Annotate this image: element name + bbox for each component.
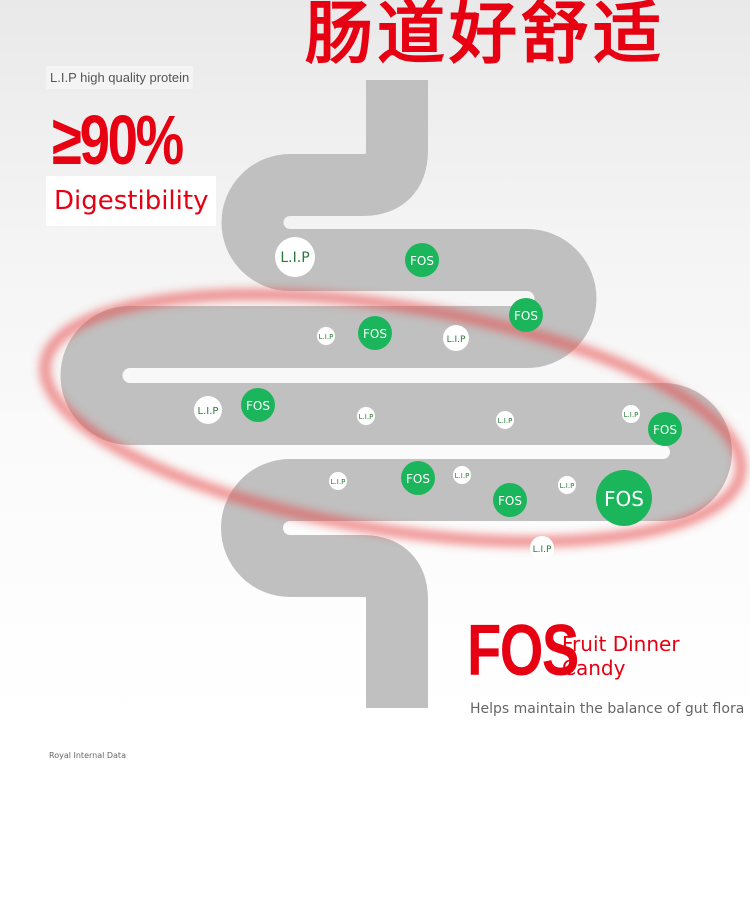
svg-text:L.I.P: L.I.P [498, 417, 513, 425]
svg-text:L.I.P: L.I.P [455, 472, 470, 480]
lip-protein-label: L.I.P high quality protein [46, 66, 194, 89]
svg-text:L.I.P: L.I.P [624, 411, 639, 419]
svg-text:FOS: FOS [406, 472, 430, 486]
fos-markers: FOS FOS FOS FOS FOS FOS FOS FOS [241, 243, 682, 526]
svg-text:FOS: FOS [246, 399, 270, 413]
svg-text:L.I.P: L.I.P [560, 482, 575, 490]
fos-bubble: FOS [358, 316, 392, 350]
lip-bubble: L.I.P [329, 472, 347, 490]
lip-bubble: L.I.P [357, 407, 375, 425]
headline: 肠道好舒适 [305, 0, 666, 74]
digestibility-label: Digestibility [46, 176, 217, 226]
digestibility-percent: ≥90% [52, 101, 184, 179]
fos-bubble: FOS [509, 298, 543, 332]
lip-bubble: L.I.P [496, 411, 514, 429]
svg-text:FOS: FOS [410, 254, 434, 268]
fos-bubble: FOS [241, 388, 275, 422]
svg-text:FOS: FOS [653, 423, 677, 437]
svg-text:L.I.P: L.I.P [280, 250, 309, 266]
lip-bubble: L.I.P [317, 327, 335, 345]
fos-bubble: FOS [648, 412, 682, 446]
svg-text:L.I.P: L.I.P [359, 413, 374, 421]
fos-bubble: FOS [596, 470, 652, 526]
fos-description: Helps maintain the balance of gut flora [470, 701, 745, 717]
red-glow-ring [40, 289, 746, 547]
fos-subtitle-line1: Fruit Dinner [562, 632, 680, 656]
lip-markers: L.I.P L.I.P L.I.P L.I.P L.I.P L.I.P L.I.… [194, 237, 640, 560]
lip-bubble: L.I.P [443, 325, 469, 351]
fos-title: FOS [467, 611, 579, 691]
lip-bubble: L.I.P [530, 536, 554, 560]
fos-bubble: FOS [405, 243, 439, 277]
lip-bubble: L.I.P [558, 476, 576, 494]
footnote: Royal Internal Data [49, 751, 126, 760]
fos-bubble: FOS [401, 461, 435, 495]
svg-text:L.I.P: L.I.P [331, 478, 346, 486]
svg-text:FOS: FOS [498, 494, 522, 508]
intestine-tube [60, 80, 732, 708]
svg-text:L.I.P: L.I.P [533, 545, 552, 555]
svg-text:L.I.P: L.I.P [198, 406, 219, 417]
lip-bubble: L.I.P [622, 405, 640, 423]
lip-bubble: L.I.P [275, 237, 315, 277]
fos-subtitle-line2: Candy [562, 656, 626, 680]
svg-text:FOS: FOS [363, 327, 387, 341]
fos-bubble: FOS [493, 483, 527, 517]
svg-text:FOS: FOS [604, 487, 644, 511]
lip-bubble: L.I.P [194, 396, 222, 424]
svg-text:L.I.P: L.I.P [447, 335, 466, 345]
fos-subtitle: Fruit Dinner Candy [562, 632, 680, 680]
svg-text:L.I.P: L.I.P [319, 333, 334, 341]
lip-bubble: L.I.P [453, 466, 471, 484]
svg-text:FOS: FOS [514, 309, 538, 323]
